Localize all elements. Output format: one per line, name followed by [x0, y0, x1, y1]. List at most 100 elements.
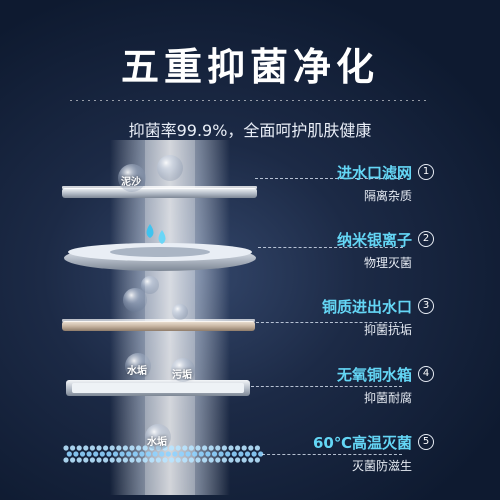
heat-bead — [149, 457, 155, 463]
bubble-icon — [172, 304, 188, 320]
heat-bead — [76, 445, 82, 451]
heat-bead — [175, 445, 181, 451]
heat-bead — [112, 451, 119, 457]
heat-bead — [99, 451, 105, 457]
heat-bead — [116, 445, 122, 451]
leader-line — [255, 178, 403, 179]
bubble-icon — [141, 276, 159, 294]
heat-bead — [142, 445, 148, 451]
heat-bead — [241, 445, 247, 451]
heat-bead — [169, 457, 175, 463]
heat-bead — [96, 457, 102, 463]
heat-bead — [241, 457, 247, 463]
bubble-icon — [123, 288, 147, 312]
heat-bead — [182, 457, 188, 463]
stage-desc: 抑菌抗垢 — [363, 323, 412, 337]
heat-bead — [122, 457, 128, 463]
heat-bead — [86, 451, 92, 457]
heat-bead — [89, 457, 95, 463]
heat-bead — [145, 451, 152, 457]
layer-inlet-filter — [62, 186, 257, 198]
leader-line — [262, 454, 402, 455]
heat-bead — [215, 457, 221, 463]
heat-bead — [182, 445, 188, 451]
leader-line — [251, 386, 402, 387]
heat-bead — [248, 445, 254, 451]
heat-bead — [185, 451, 191, 457]
heat-bead — [109, 445, 115, 451]
heat-bead — [103, 445, 109, 451]
heat-bead — [93, 451, 99, 457]
heat-bead — [83, 457, 89, 463]
heat-bead — [211, 451, 218, 457]
heat-bead — [119, 451, 125, 457]
bubble-label-mud: 泥沙 — [121, 177, 141, 188]
stage-title: 60℃高温灭菌 — [312, 434, 412, 452]
layer-copper-tank — [66, 380, 250, 396]
bubble-icon — [125, 353, 151, 379]
stage-title: 进水口滤网 — [336, 164, 412, 182]
heat-bead — [192, 451, 198, 457]
heat-bead — [106, 451, 112, 457]
stage-copper-port: 铜质进出水口 抑菌抗垢 — [322, 296, 434, 338]
heat-bead — [169, 445, 175, 451]
heat-bead — [221, 457, 227, 463]
bubble-label-dirt: 污垢 — [172, 370, 192, 381]
heat-bead — [228, 445, 234, 451]
heat-bead — [202, 445, 208, 451]
water-drop-icon — [158, 230, 166, 244]
bubble-icon — [157, 155, 183, 181]
heat-bead — [66, 451, 72, 457]
stage-desc: 灭菌防滋生 — [351, 459, 412, 473]
layer-copper-port — [62, 319, 255, 331]
heat-bead — [79, 451, 86, 457]
heat-bead — [165, 451, 171, 457]
heat-bead — [244, 451, 251, 457]
heat-bead — [254, 457, 260, 463]
heat-bead — [198, 451, 204, 457]
heat-bead — [221, 445, 227, 451]
layer-silver-ion — [64, 243, 256, 271]
layer-heated-beads — [63, 445, 264, 463]
heat-bead — [76, 457, 82, 463]
heat-bead — [103, 457, 109, 463]
stage-number-badge: 4 — [418, 366, 434, 382]
heat-bead — [109, 457, 115, 463]
heat-bead — [202, 457, 208, 463]
heat-bead — [235, 457, 241, 463]
bubble-icon — [171, 358, 195, 382]
heat-bead — [235, 445, 241, 451]
stage-number-badge: 5 — [418, 434, 434, 450]
stage-title: 铜质进出水口 — [321, 298, 412, 316]
heat-bead — [89, 445, 95, 451]
heat-bead — [238, 451, 244, 457]
heat-bead — [129, 445, 135, 451]
heat-bead — [83, 445, 89, 451]
heat-bead — [96, 445, 102, 451]
heat-bead — [152, 451, 158, 457]
heat-bead — [63, 445, 69, 451]
bubble-icon — [118, 164, 146, 192]
heat-bead — [132, 451, 138, 457]
leader-line — [256, 322, 402, 323]
subheadline: 抑菌率99.9%，全面呵护肌肤健康 — [128, 121, 372, 140]
heat-bead — [218, 451, 224, 457]
heat-bead — [116, 457, 122, 463]
heat-bead — [231, 451, 237, 457]
heat-bead — [225, 451, 231, 457]
stage-desc: 物理灭菌 — [363, 256, 412, 270]
stage-number-badge: 3 — [418, 298, 434, 314]
heat-bead — [195, 445, 201, 451]
stage-copper-tank: 无氧铜水箱 抑菌耐腐 — [337, 364, 434, 406]
heat-bead — [126, 451, 132, 457]
heat-bead — [251, 451, 257, 457]
heat-bead — [258, 451, 264, 457]
leader-line — [258, 247, 403, 248]
stage-number-badge: 1 — [418, 164, 434, 180]
heat-bead — [228, 457, 234, 463]
bubble-icon — [145, 424, 171, 450]
heat-bead — [136, 445, 142, 451]
heat-bead — [208, 445, 214, 451]
heat-bead — [208, 457, 214, 463]
